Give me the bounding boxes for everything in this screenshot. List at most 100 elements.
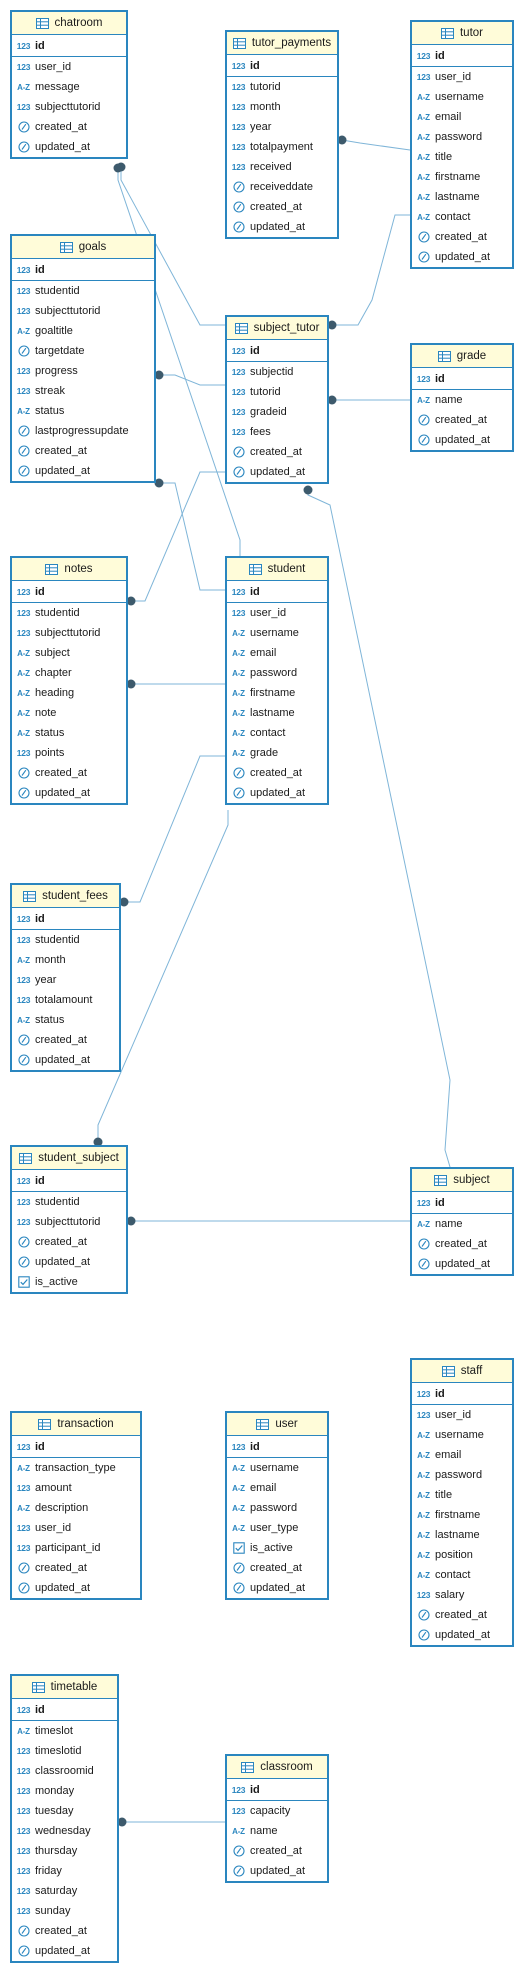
column-row[interactable]: created_at xyxy=(227,1558,327,1578)
column-row[interactable]: updated_at xyxy=(227,217,337,237)
column-row[interactable]: created_at xyxy=(412,1605,512,1625)
column-row[interactable]: created_at xyxy=(12,1921,117,1941)
column-row[interactable]: created_at xyxy=(12,441,154,461)
column-row[interactable]: updated_at xyxy=(12,1252,126,1272)
column-row[interactable]: created_at xyxy=(227,442,327,462)
column-row[interactable]: created_at xyxy=(12,117,126,137)
column-row[interactable]: created_at xyxy=(412,410,512,430)
table-header[interactable]: tutor xyxy=(412,22,512,45)
column-row[interactable]: created_at xyxy=(227,197,337,217)
table-header[interactable]: goals xyxy=(12,236,154,259)
column-row[interactable]: is_active xyxy=(12,1272,126,1292)
column-row[interactable]: updated_at xyxy=(12,1941,117,1961)
table-header[interactable]: staff xyxy=(412,1360,512,1383)
column-row[interactable]: receiveddate xyxy=(227,177,337,197)
column-row[interactable]: targetdate xyxy=(12,341,154,361)
table-header[interactable]: notes xyxy=(12,558,126,581)
column-row[interactable]: created_at xyxy=(227,1841,327,1861)
table-header[interactable]: transaction xyxy=(12,1413,140,1436)
table-header[interactable]: student_fees xyxy=(12,885,119,908)
column-row[interactable]: updated_at xyxy=(12,461,154,481)
table-header[interactable]: timetable xyxy=(12,1676,117,1699)
column-row[interactable]: updated_at xyxy=(12,783,126,803)
column-row[interactable]: updated_at xyxy=(12,1050,119,1070)
table-header[interactable]: user xyxy=(227,1413,327,1436)
column-row[interactable]: created_at xyxy=(12,763,126,783)
